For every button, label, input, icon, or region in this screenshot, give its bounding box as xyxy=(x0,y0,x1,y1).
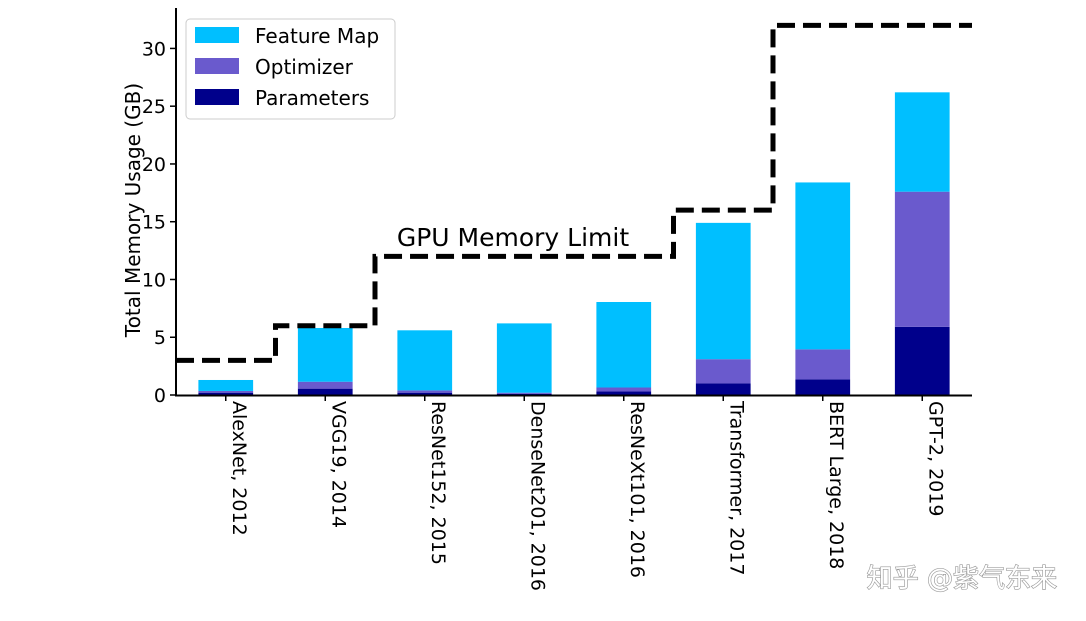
bar-feature-map-alexnet-2012 xyxy=(198,379,254,391)
x-tick-label-vgg19-2014: VGG19, 2014 xyxy=(327,401,349,528)
y-tick-label: 10 xyxy=(142,269,166,291)
y-axis-title: Total Memory Usage (GB) xyxy=(121,83,145,338)
x-tick-label-resnet152-2015: ResNet152, 2015 xyxy=(427,401,449,565)
watermark: 知乎 @紫气东来 xyxy=(867,564,1057,594)
y-tick-label: 20 xyxy=(142,154,166,176)
x-tick-label-gpt-2-2019: GPT-2, 2019 xyxy=(924,401,946,516)
x-tick-label-densenet201-2016: DenseNet201, 2016 xyxy=(526,401,548,591)
legend-label-feature-map: Feature Map xyxy=(255,24,379,48)
gpu-limit-layer xyxy=(176,22,972,363)
x-ticks-layer: AlexNet, 2012 VGG19, 2014 ResNet152, 2015 D… xyxy=(225,395,946,591)
bar-parameters-vgg19-2014 xyxy=(297,388,353,395)
bars-layer xyxy=(198,92,950,395)
bar-parameters-resnext101-2016 xyxy=(596,391,652,395)
legend-swatch-optimizer xyxy=(195,58,239,74)
axes-layer xyxy=(175,8,972,397)
legend-label-optimizer: Optimizer xyxy=(255,55,354,79)
bar-feature-map-resnet152-2015 xyxy=(397,330,453,391)
bar-optimizer-alexnet-2012 xyxy=(198,390,254,393)
bar-feature-map-densenet201-2016 xyxy=(496,323,552,393)
bar-optimizer-resnext101-2016 xyxy=(596,387,652,392)
x-tick-label-bert-large-2018: BERT Large, 2018 xyxy=(825,401,847,569)
y-tick-label: 15 xyxy=(142,212,166,234)
legend-label-parameters: Parameters xyxy=(255,86,369,110)
bar-optimizer-bert-large-2018 xyxy=(795,349,851,380)
bar-feature-map-vgg19-2014 xyxy=(297,328,353,382)
bar-feature-map-transformer-2017 xyxy=(695,222,751,360)
bar-parameters-transformer-2017 xyxy=(695,383,751,395)
legend-swatch-feature-map xyxy=(195,27,239,43)
y-ticks-layer: 0 5 10 15 20 25 30 xyxy=(142,38,176,407)
x-tick-label-resnext101-2016: ResNeXt101, 2016 xyxy=(626,401,648,578)
gpu-memory-limit-line xyxy=(176,22,972,363)
bar-optimizer-gpt-2-2019 xyxy=(894,191,950,327)
x-tick-label-alexnet-2012: AlexNet, 2012 xyxy=(228,401,250,536)
x-tick-label-transformer-2017: Transformer, 2017 xyxy=(725,400,747,575)
gpu-memory-limit-label: GPU Memory Limit xyxy=(397,223,629,252)
y-tick-label: 0 xyxy=(154,385,166,407)
bar-optimizer-densenet201-2016 xyxy=(496,392,552,394)
bar-feature-map-gpt-2-2019 xyxy=(894,92,950,192)
legend-swatch-parameters xyxy=(195,89,239,105)
bar-optimizer-transformer-2017 xyxy=(695,359,751,384)
bar-feature-map-resnext101-2016 xyxy=(596,302,652,388)
bar-parameters-gpt-2-2019 xyxy=(894,326,950,395)
y-tick-label: 25 xyxy=(142,96,166,118)
bar-parameters-alexnet-2012 xyxy=(198,392,254,395)
bar-optimizer-vgg19-2014 xyxy=(297,381,353,389)
bar-feature-map-bert-large-2018 xyxy=(795,182,851,350)
bar-parameters-densenet201-2016 xyxy=(496,393,552,395)
y-tick-label: 5 xyxy=(154,327,166,349)
y-tick-label: 30 xyxy=(142,38,166,60)
bar-parameters-resnet152-2015 xyxy=(397,392,453,395)
bar-parameters-bert-large-2018 xyxy=(795,379,851,395)
bar-optimizer-resnet152-2015 xyxy=(397,390,453,393)
